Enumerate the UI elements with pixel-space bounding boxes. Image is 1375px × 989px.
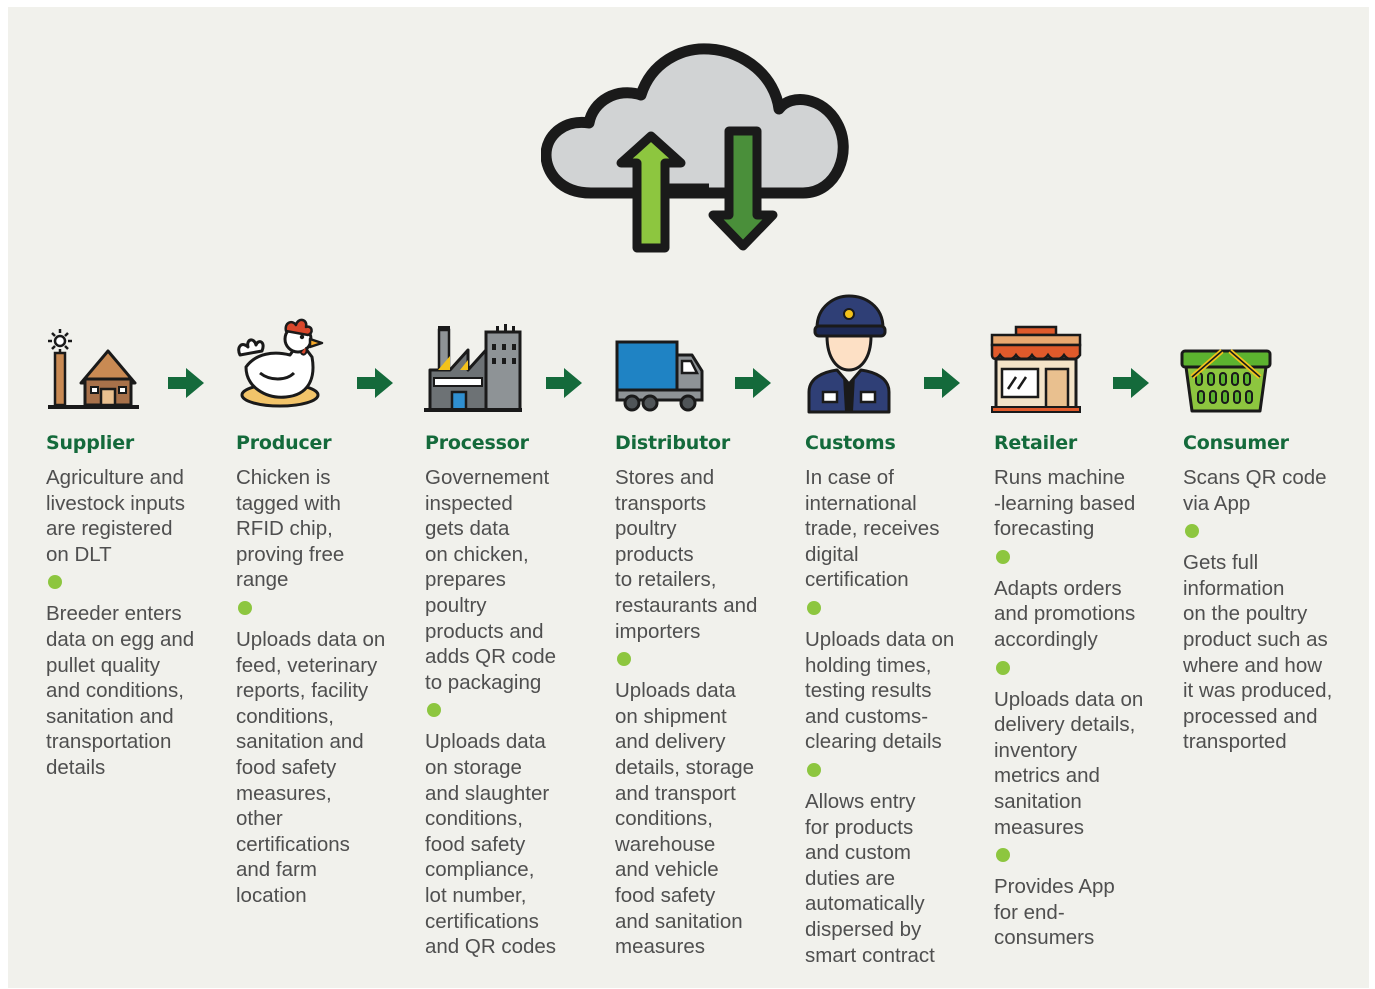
bullet-dot — [238, 600, 252, 615]
stage-item: Stores and transports poultry products t… — [615, 466, 758, 643]
stage-column-supplier: Agriculture and livestock inputs are reg… — [46, 465, 211, 781]
bullet-dot — [996, 848, 1010, 863]
stage-title-processor: Processor — [425, 432, 529, 454]
flow-arrow-icon — [1113, 368, 1149, 398]
basket-icon — [1180, 349, 1272, 413]
stage-item: Scans QR code via App — [1183, 466, 1327, 515]
stage-item: Gets full information on the poultry pro… — [1183, 551, 1333, 754]
stage-item: Uploads data on feed, veterinary reports… — [236, 627, 386, 907]
stage-title-supplier: Supplier — [46, 432, 135, 454]
stage-item: Runs machine -learning based forecasting — [994, 466, 1136, 541]
factory-icon — [424, 324, 522, 412]
diagram-panel: Supplier Producer Processor Distributor … — [8, 7, 1369, 988]
bullet-dot — [48, 575, 62, 590]
stage-item: Uploads data on storage and slaughter co… — [425, 730, 557, 959]
stage-column-distributor: Stores and transports poultry products t… — [615, 465, 780, 960]
stage-item: In case of international trade, receives… — [805, 466, 940, 592]
stage-column-customs: In case of international trade, receives… — [805, 465, 970, 968]
stage-item: Provides App for end- consumers — [994, 875, 1115, 950]
bullet-dot — [807, 762, 821, 777]
stage-item: Governement inspected gets data on chick… — [425, 466, 557, 694]
stage-item: Uploads data on holding times, testing r… — [805, 627, 955, 754]
bullet-dot — [427, 703, 441, 718]
stage-column-producer: Chicken is tagged with RFID chip, provin… — [236, 465, 401, 909]
bullet-dot — [807, 600, 821, 615]
stage-title-producer: Producer — [236, 432, 332, 454]
stage-column-processor: Governement inspected gets data on chick… — [425, 465, 590, 960]
stage-item: Chicken is tagged with RFID chip, provin… — [236, 466, 345, 592]
flow-arrow-icon — [546, 368, 582, 398]
flow-arrow-icon — [735, 368, 771, 398]
bullet-dot — [996, 660, 1010, 675]
stage-title-retailer: Retailer — [994, 432, 1078, 454]
bullet-dot — [996, 549, 1010, 564]
bullet-dot — [617, 652, 631, 667]
stage-item: Uploads data on shipment and delivery de… — [615, 679, 755, 959]
stage-item: Agriculture and livestock inputs are reg… — [46, 466, 186, 566]
bullet-dot — [1185, 524, 1199, 539]
flow-arrow-icon — [357, 368, 393, 398]
stage-column-consumer: Scans QR code via App Gets full informat… — [1183, 465, 1348, 755]
cloud-upload-download-icon — [541, 43, 849, 253]
flow-arrow-icon — [924, 368, 960, 398]
stage-title-consumer: Consumer — [1183, 432, 1289, 454]
chicken-icon — [237, 318, 324, 408]
stage-item: Adapts orders and promotions accordingly — [994, 576, 1136, 651]
flow-arrow-icon — [168, 368, 204, 398]
stage-title-customs: Customs — [805, 432, 896, 454]
store-icon — [990, 325, 1082, 413]
truck-icon — [615, 340, 704, 412]
stage-item: Uploads data on delivery details, invent… — [994, 687, 1144, 839]
customs-officer-icon — [807, 294, 891, 414]
farm-icon — [48, 329, 139, 409]
stage-item: Allows entry for products and custom dut… — [805, 789, 935, 967]
stage-item: Breeder enters data on egg and pullet qu… — [46, 602, 195, 779]
stage-column-retailer: Runs machine -learning based forecasting… — [994, 465, 1159, 951]
stage-title-distributor: Distributor — [615, 432, 730, 454]
